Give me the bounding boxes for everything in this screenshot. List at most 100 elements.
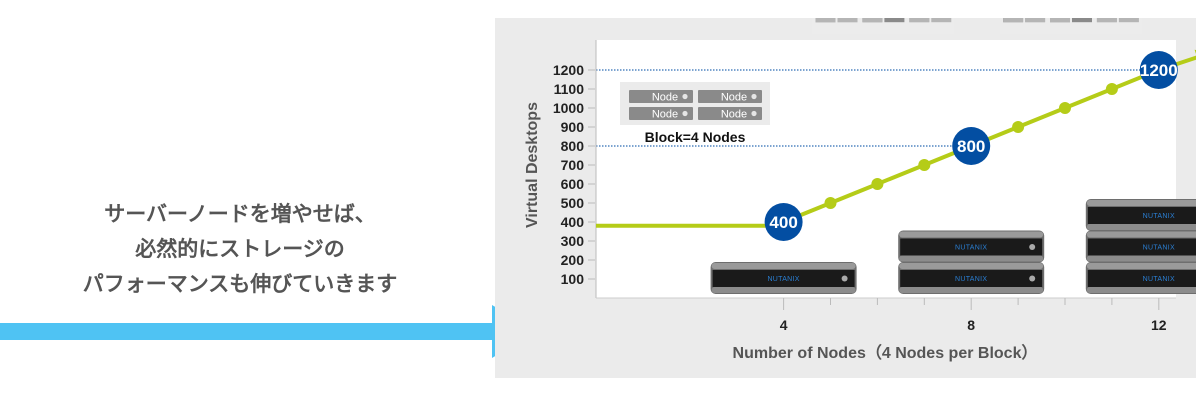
right-arrow-icon [0, 305, 536, 358]
caption-line-2: 必然的にストレージの [135, 237, 345, 261]
y-tick-label: 500 [561, 195, 585, 211]
y-tick-label: 600 [561, 176, 585, 192]
brand-logo: NUTANIX [1143, 276, 1175, 283]
brand-logo: NUTANIX [1143, 213, 1175, 220]
server-top-bezel [899, 263, 1044, 269]
legend-node-slot [698, 90, 762, 103]
legend-node-label: Node [652, 92, 678, 104]
partial-block [859, 18, 908, 34]
server-front-grille [1087, 238, 1196, 256]
data-point [918, 159, 931, 171]
value-bubble-label: 400 [769, 213, 797, 232]
server-top-bezel [711, 263, 856, 269]
legend-node-slot [629, 90, 693, 103]
y-tick-label: 1100 [554, 81, 585, 97]
server-bottom-bezel [899, 287, 1044, 293]
y-tick-label: 400 [561, 214, 585, 230]
partial-block [1093, 18, 1142, 34]
chart-panel: 100 200 300 400 500 600 700 800 900 1000 1100 1200 4… [495, 18, 1196, 378]
server-block: NUTANIX [1085, 230, 1196, 263]
y-tick-label: 1000 [553, 100, 584, 116]
scalability-chart: 100 200 300 400 500 600 700 800 900 1000 1100 1200 4… [524, 18, 1196, 362]
arrow-shaft [0, 323, 495, 340]
server-front-grille [900, 270, 1043, 287]
server-bottom-bezel [711, 287, 856, 293]
data-point [1012, 121, 1025, 133]
partial-node-slot [909, 18, 930, 23]
legend-node-led [751, 93, 757, 100]
server-block: NUTANIX [898, 262, 1045, 294]
server-top-bezel [1086, 263, 1196, 269]
partial-node-slot [1025, 18, 1046, 23]
value-bubble [1139, 51, 1178, 89]
legend-node-led [682, 93, 688, 100]
legend-title: Block=4 Nodes [645, 129, 746, 145]
legend-node-label: Node [721, 92, 747, 104]
server-block: NUTANIX [710, 262, 857, 294]
server-block: NUTANIX [1085, 199, 1196, 231]
partial-node-slot [1118, 18, 1139, 23]
y-tick-label: 300 [561, 233, 585, 249]
caption-line-1: サーバーノードを増やせば、 [104, 202, 376, 226]
legend-node-label: Node [721, 109, 747, 121]
legend-node-label: Node [652, 109, 678, 121]
server-bottom-bezel [1086, 224, 1196, 230]
brand-logo: NUTANIX [767, 276, 799, 283]
y-tick-label: 900 [561, 119, 585, 135]
legend-node-slot [629, 107, 693, 120]
server-bottom-bezel [899, 255, 1044, 262]
legend-node-led [682, 110, 688, 117]
y-tick-label: 800 [561, 138, 585, 154]
server-block: NUTANIX [1085, 262, 1196, 294]
value-bubble-label: 800 [957, 137, 985, 156]
trend-arrow-head [1194, 49, 1196, 54]
partial-block [1047, 18, 1095, 34]
server-top-bezel [1086, 231, 1196, 238]
brand-logo: NUTANIX [1143, 245, 1175, 252]
y-axis-title: Virtual Desktops [524, 102, 541, 228]
server-front-grille [1087, 207, 1196, 224]
y-tick-label: 1200 [553, 62, 584, 78]
partial-node-slot [1072, 18, 1092, 23]
y-tick-label: 700 [561, 157, 585, 173]
data-point [871, 178, 884, 190]
server-bottom-bezel [1086, 287, 1196, 293]
data-point [1059, 102, 1071, 114]
x-tick-label: 8 [967, 317, 975, 333]
partial-node-slot [837, 18, 858, 23]
partial-node-slot [1096, 18, 1117, 23]
partial-node-slot [1050, 18, 1070, 23]
value-bubble [764, 203, 803, 241]
value-bubble-label: 1200 [1140, 61, 1178, 80]
server-top-bezel [1086, 200, 1196, 206]
brand-logo: NUTANIX [955, 276, 987, 283]
server-block: NUTANIX [898, 230, 1045, 263]
partial-node-slot [884, 18, 905, 23]
partial-node-slot [815, 18, 836, 23]
power-button-icon [1029, 275, 1036, 282]
partial-block [906, 18, 955, 34]
server-bottom-bezel [1086, 255, 1196, 262]
value-bubble [952, 127, 991, 165]
caption-line-3: パフォーマンスも伸びていきます [82, 272, 398, 296]
partial-node-slot [931, 18, 952, 23]
partial-node-slot [862, 18, 883, 23]
legend-node-led [751, 110, 757, 117]
data-point [824, 197, 837, 209]
power-button-icon [841, 275, 848, 282]
series-line [782, 55, 1196, 224]
server-top-bezel [899, 231, 1044, 238]
x-axis-title: Number of Nodes（4 Nodes per Block） [733, 344, 1038, 362]
server-front-grille [1087, 270, 1196, 287]
power-button-icon [1029, 244, 1036, 250]
partial-block [812, 18, 861, 34]
y-tick-label: 200 [561, 252, 585, 268]
partial-node-slot [1003, 18, 1024, 23]
caption: サーバーノードを増やせば、 必然的にストレージの パフォーマンスも伸びていきます [30, 197, 450, 302]
brand-logo: NUTANIX [955, 245, 987, 252]
server-front-grille [900, 238, 1043, 256]
legend-node-slot [698, 107, 762, 120]
data-point [1105, 83, 1118, 95]
x-tick-label: 12 [1151, 317, 1167, 333]
y-tick-label: 100 [561, 271, 585, 287]
